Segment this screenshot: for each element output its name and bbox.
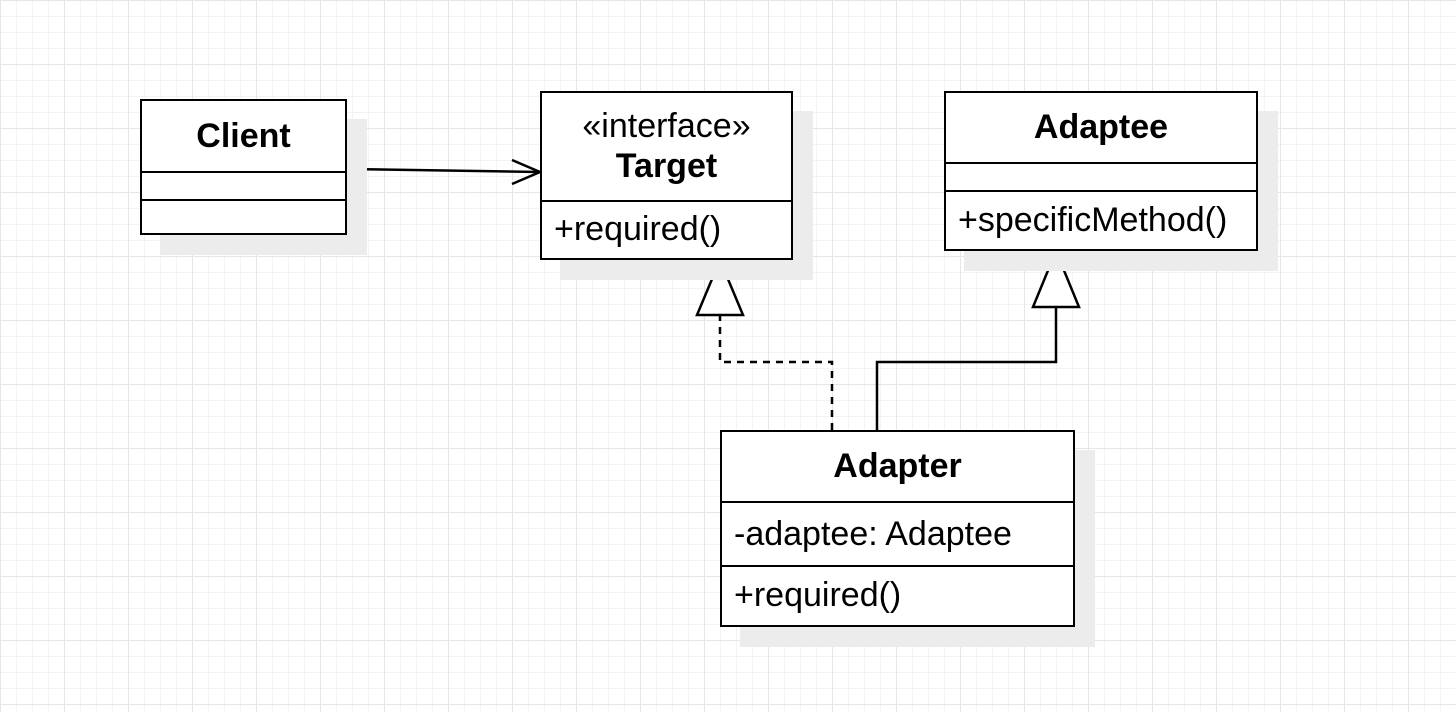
target-name-compartment: «interface» Target	[542, 93, 791, 200]
realization-adapter-target[interactable]	[718, 315, 834, 430]
generalization-adapter-adaptee[interactable]	[875, 307, 1058, 430]
class-client[interactable]: Client	[140, 99, 347, 235]
realization-triangle	[695, 256, 745, 317]
target-operations-compartment: +required()	[542, 200, 791, 257]
target-operation: +required()	[554, 210, 722, 248]
target-class-name: Target	[615, 146, 718, 185]
adapter-operation: +required()	[734, 576, 902, 614]
class-target[interactable]: «interface» Target +required()	[540, 91, 793, 260]
target-stereotype: «interface»	[582, 107, 751, 146]
adaptee-class-name: Adaptee	[1033, 108, 1169, 146]
generalization-triangle	[1031, 247, 1081, 309]
adaptee-operation: +specificMethod()	[958, 200, 1228, 239]
class-adaptee[interactable]: Adaptee +specificMethod()	[944, 91, 1258, 251]
association-client-target[interactable]	[345, 167, 541, 174]
adapter-class-name: Adapter	[833, 447, 962, 485]
adaptee-attributes-compartment	[946, 162, 1256, 190]
class-adapter[interactable]: Adapter -adaptee: Adaptee +required()	[720, 430, 1075, 627]
adapter-name-compartment: Adapter	[722, 432, 1073, 501]
client-name-compartment: Client	[142, 101, 345, 171]
client-class-name: Client	[196, 116, 291, 155]
client-operations-compartment	[142, 199, 345, 232]
adapter-operations-compartment: +required()	[722, 565, 1073, 624]
client-attributes-compartment	[142, 171, 345, 199]
adapter-attribute: -adaptee: Adaptee	[734, 514, 1012, 553]
adapter-attributes-compartment: -adaptee: Adaptee	[722, 501, 1073, 565]
adaptee-name-compartment: Adaptee	[946, 93, 1256, 162]
adaptee-operations-compartment: +specificMethod()	[946, 190, 1256, 248]
